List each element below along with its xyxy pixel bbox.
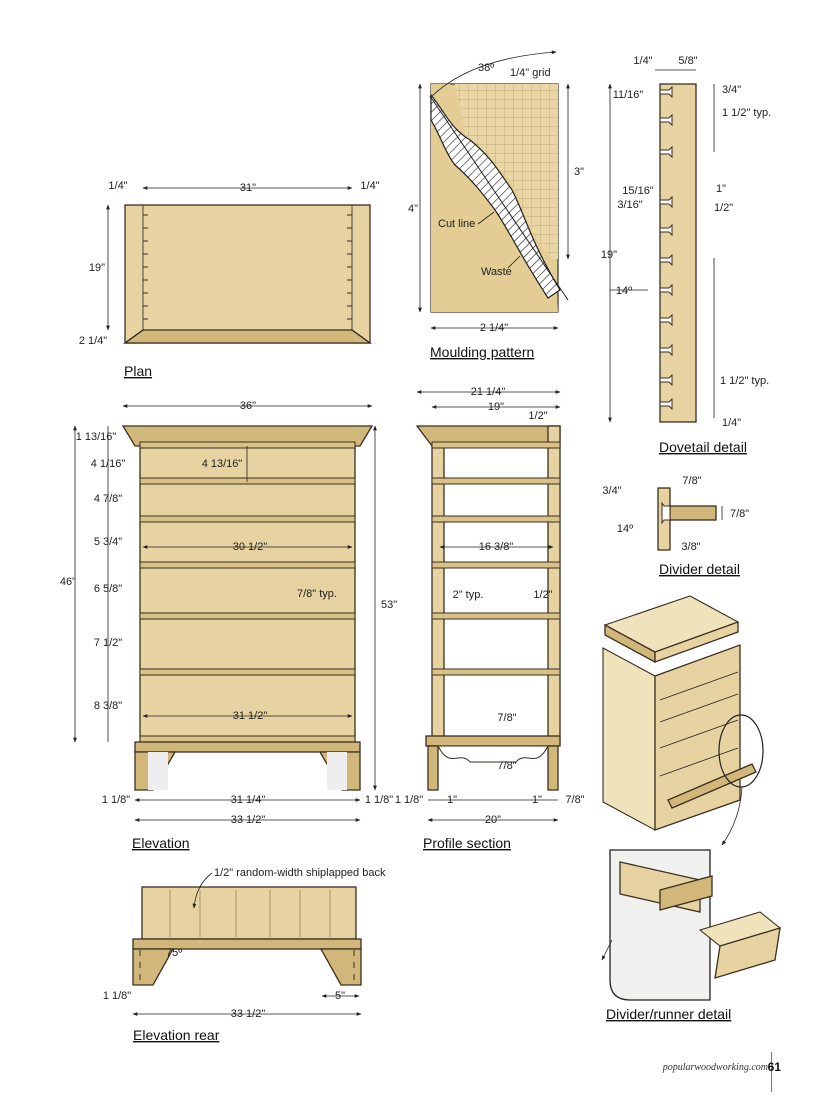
rear-angle-label: 75º [166,947,182,959]
elev-base-right-label: 1 1/8" [365,794,393,806]
profile-top-label: 21 1/4" [471,386,506,398]
dovetail-angle-label: 14º [616,285,632,297]
site-link[interactable]: popularwoodworking.com [662,1062,768,1073]
elev-r2b-label: 4 13/16" [202,458,243,470]
profile-b1-label: 1 1/8" [395,794,423,806]
rear-foot-label: 5" [335,990,345,1002]
dovetail-d1-label: 11/16" [613,89,644,101]
dovetail-d7-label: 1/2" [714,202,733,214]
moulding-right-height-label: 3" [574,166,584,178]
isometric-chest [602,595,764,846]
moulding-cutline-label: Cut line [438,218,475,230]
dovetail-d6-label: 3/16" [617,199,642,211]
dovetail-detail: 19" 1/4" 5/8" 11/16" 3/4" 1 1/2" typ. 15… [601,55,771,455]
dovetail-top-left-label: 1/4" [633,55,652,67]
divider-caption: Divider detail [659,561,740,577]
profile-base-label: 20" [485,814,501,826]
moulding-grid-label: 1/4" grid [510,67,551,79]
elev-base-left-label: 1 1/8" [102,794,130,806]
elev-r7-label: 8 3/8" [94,700,122,712]
elev-case-height-label: 46" [60,576,76,588]
dovetail-d9-label: 1/4" [722,417,741,429]
moulding-pattern: 4" 3" 2 1/4" 38º 1/4" grid Cut line Wast… [408,50,584,360]
dovetail-d5-label: 1" [716,183,726,195]
dovetail-d4-label: 15/16" [622,185,654,197]
elev-r7b-label: 31 1/2" [233,710,268,722]
divider-detail: 3/4" 7/8" 7/8" 14º 3/8" Divider detail [602,475,749,577]
dovetail-d8-label: 1 1/2" typ. [720,375,769,387]
profile-half2-label: 1/2" [533,589,552,601]
divider-c-label: 7/8" [730,508,749,520]
rear-total-label: 33 1/2" [231,1008,266,1020]
elev-r5b-label: 7/8" typ. [297,588,337,600]
dovetail-overall-label: 19" [601,249,617,261]
divider-angle-label: 14º [617,523,633,535]
profile-b3-label: 1" [532,794,542,806]
dovetail-d2-label: 3/4" [722,84,741,96]
moulding-width-label: 2 1/4" [480,322,508,334]
profile-b4-label: 7/8" [565,794,584,806]
moulding-angle-label: 38º [478,62,494,74]
profile-case-label: 19" [488,401,504,413]
elev-r2-label: 4 1/16" [91,458,126,470]
rear-left-label: 1 1/8" [103,990,131,1002]
plan-left-quarter-label: 1/4" [108,180,127,192]
divider-b-label: 7/8" [682,475,701,487]
plan-caption: Plan [124,363,152,379]
plan-right-quarter-label: 1/4" [360,180,379,192]
page-number: 61 [767,1060,781,1074]
moulding-height-label: 4" [408,203,418,215]
plan-view: 31" 1/4" 1/4" 19" 2 1/4" Plan [79,180,380,379]
folio-divider [771,1052,772,1092]
runner-caption: Divider/runner detail [606,1006,731,1022]
profile-typ2-label: 2" typ. [453,589,484,601]
elev-width-top-label: 36" [240,400,256,412]
profile-78b-label: 7/8" [497,760,516,772]
profile-caption: Profile section [423,835,511,851]
profile-runner-label: 16 3/8" [479,541,514,553]
elev-r5-label: 6 5/8" [94,583,122,595]
elev-r3-label: 4 7/8" [94,493,122,505]
elev-base-mid-label: 31 1/4" [231,794,266,806]
elevation-caption: Elevation [132,835,190,851]
profile-b2-label: 1" [447,794,457,806]
elev-overall-height-label: 53" [381,599,397,611]
elev-r4b-label: 30 1/2" [233,541,268,553]
plan-depth-label: 19" [89,262,105,274]
dovetail-caption: Dovetail detail [659,439,747,455]
plan-front-label: 2 1/4" [79,335,107,347]
elev-r6-label: 7 1/2" [94,637,122,649]
divider-a-label: 3/4" [602,485,621,497]
runner-detail: Divider/runner detail [601,849,782,1022]
rear-note-label: 1/2" random-width shiplapped back [214,867,386,879]
elev-r1-label: 1 13/16" [76,431,117,443]
elevation-rear-view: 1/2" random-width shiplapped back 75º 1 … [103,867,386,1043]
profile-half-label: 1/2" [528,410,547,422]
plan-width-label: 31" [240,182,256,194]
elev-r4-label: 5 3/4" [94,536,122,548]
profile-78a-label: 7/8" [497,712,516,724]
moulding-caption: Moulding pattern [430,344,534,360]
divider-d-label: 3/8" [681,541,700,553]
moulding-waste-label: Waste [481,266,512,278]
profile-section: 21 1/4" 19" 1/2" 16 3/8" 2" typ. 1/2" 7/… [395,386,585,851]
dovetail-top-right-label: 5/8" [678,55,697,67]
elevation-view: 36" 53" 46" 1 13/16" 4 1/16" 4 13/16" 4 … [60,400,397,851]
rear-caption: Elevation rear [133,1027,220,1043]
elev-base-total-label: 33 1/2" [231,814,266,826]
dovetail-d3-label: 1 1/2" typ. [722,107,771,119]
